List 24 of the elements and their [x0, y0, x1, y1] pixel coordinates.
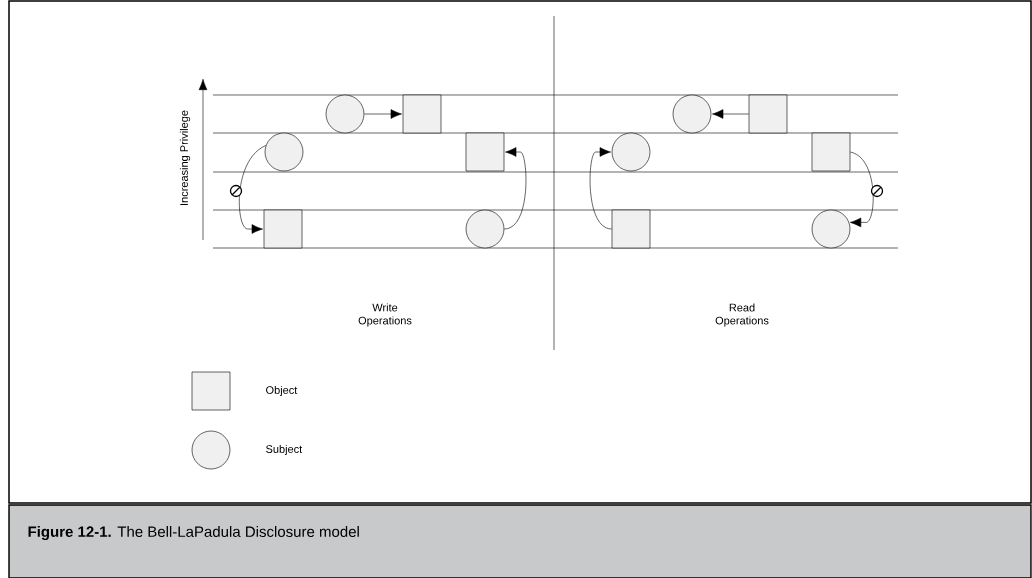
axis-label: Increasing Privilege: [179, 110, 191, 205]
legend-label: Subject: [266, 444, 303, 456]
arrow: [589, 147, 612, 230]
legend-label: Object: [266, 385, 298, 397]
section-label: Read Operations: [715, 303, 769, 327]
arrow: [849, 151, 874, 228]
subject-circle: [264, 132, 304, 172]
object-box: [263, 209, 303, 249]
object-box: [748, 94, 788, 134]
object-box: [465, 132, 505, 172]
section-label: Write Operations: [358, 303, 412, 327]
arrow: [238, 145, 267, 234]
subject-circle: [465, 209, 505, 249]
object-box: [811, 132, 851, 172]
object-box: [611, 209, 651, 249]
arrow: [364, 109, 402, 119]
subject-circle: [325, 94, 365, 134]
arrow: [504, 147, 527, 230]
subject-circle: [672, 94, 712, 134]
subject-circle: [611, 132, 651, 172]
arrow: [712, 109, 749, 119]
subject-circle: [811, 209, 851, 249]
object-box: [402, 94, 442, 134]
caption-band: Figure 12-1. The Bell-LaPadula Disclosure model: [8, 504, 1032, 578]
